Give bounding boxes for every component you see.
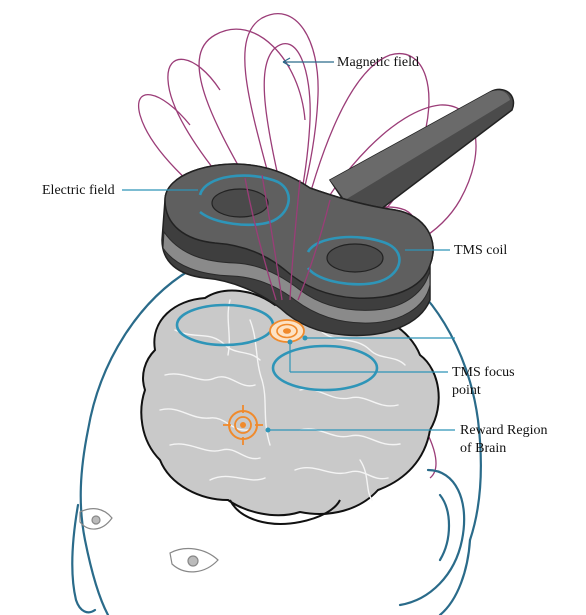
reward-region-target-icon bbox=[223, 405, 263, 445]
electric-field-loops-coil bbox=[198, 174, 401, 286]
magnetic-field-lines-front bbox=[244, 174, 331, 301]
tms-coil bbox=[161, 88, 515, 337]
head-outline bbox=[71, 268, 482, 615]
eye-left bbox=[79, 508, 113, 530]
tms-coil-label: TMS coil bbox=[454, 243, 507, 258]
reward-region-label-line2: of Brain bbox=[460, 441, 506, 456]
electric-field-label: Electric field bbox=[42, 183, 115, 198]
leader-lines bbox=[122, 57, 455, 433]
tms-focus-label-line2: point bbox=[452, 383, 481, 398]
magnetic-field-label: Magnetic field bbox=[337, 55, 419, 70]
eye-right bbox=[169, 547, 219, 573]
tms-focus-target-icon bbox=[269, 319, 305, 343]
reward-region-label-line1: Reward Region bbox=[460, 423, 547, 438]
tms-focus-label-line1: TMS focus bbox=[452, 365, 515, 380]
